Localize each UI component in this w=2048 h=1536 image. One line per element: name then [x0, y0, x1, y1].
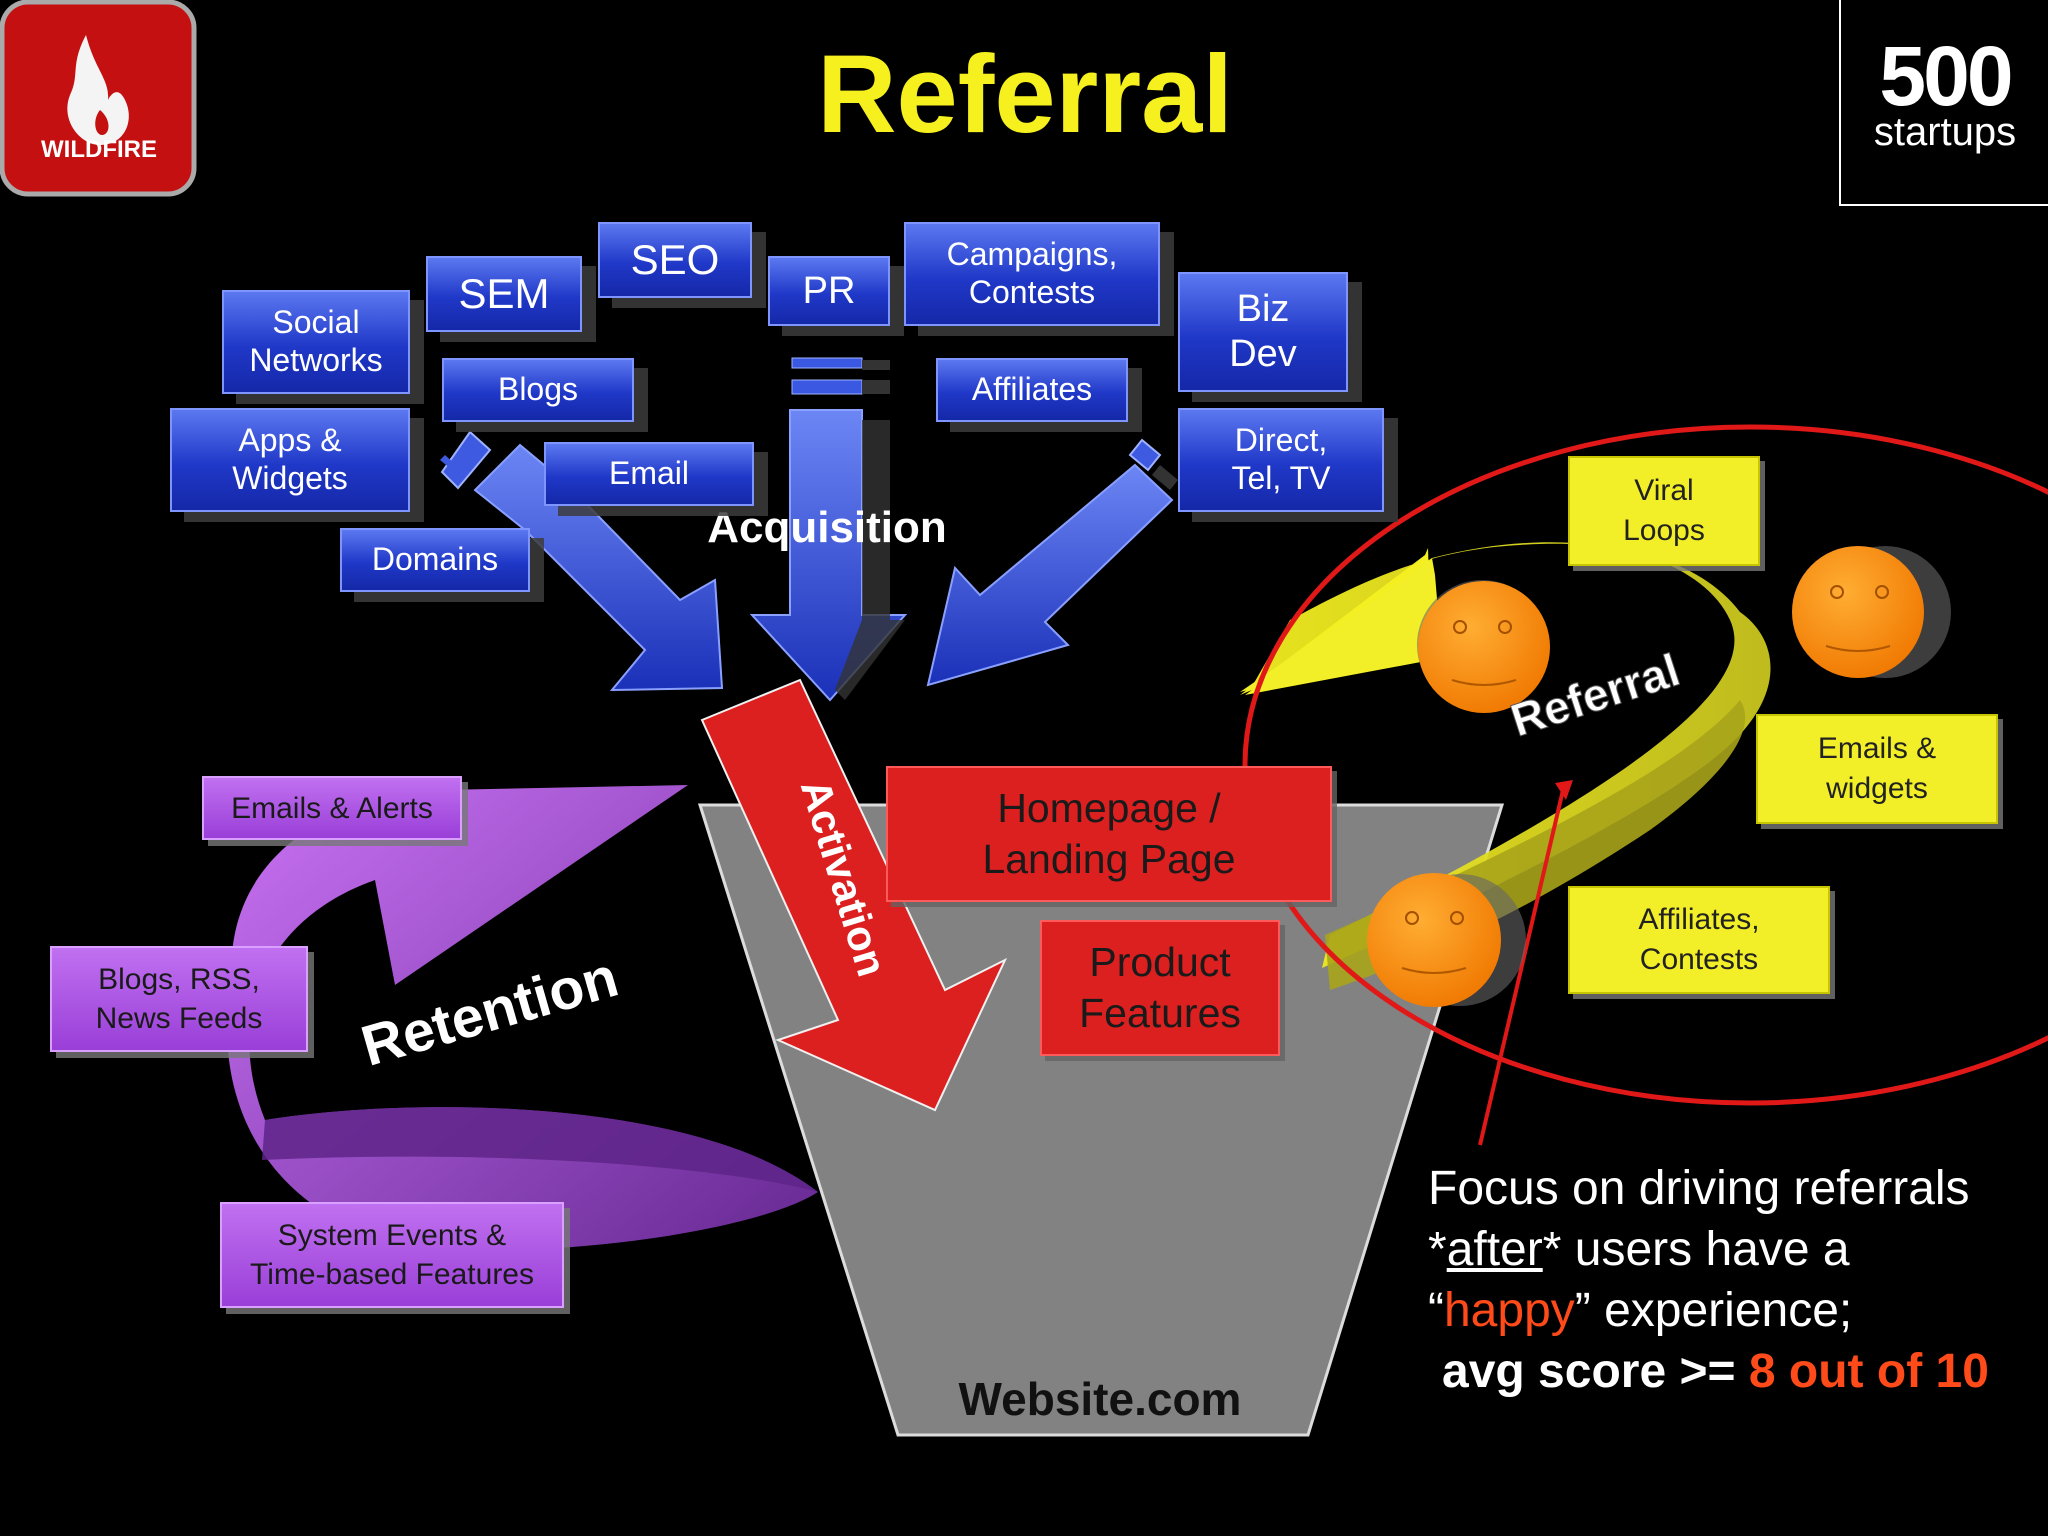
retention-item-system-events: System Events & Time-based Features — [220, 1202, 564, 1308]
channel-campaigns-contests: Campaigns, Contests — [904, 222, 1160, 326]
referral-item-viral-loops: Viral Loops — [1568, 456, 1760, 566]
startups-logo-frame — [1839, 0, 2048, 206]
retention-arrow-lower-band — [262, 1107, 818, 1192]
focus-note-line-4: avg score >= 8 out of 10 — [1442, 1345, 1989, 1398]
smiley-face-top-left — [1417, 580, 1550, 713]
referral-arrow-tip — [1245, 558, 1442, 695]
emphasis-after: after — [1446, 1223, 1543, 1276]
flame-icon — [67, 35, 129, 145]
channel-biz-dev: Biz Dev — [1178, 272, 1348, 392]
pointer-arrowhead — [1555, 780, 1573, 800]
referral-loop-arrow — [1250, 542, 1771, 968]
emphasis-score: 8 out of 10 — [1748, 1345, 1989, 1398]
activation-arrow — [700, 678, 1008, 1112]
smiley-face-bottom — [1367, 873, 1526, 1007]
wildfire-logo-text: WILDFIRE — [41, 136, 157, 163]
channel-seo: SEO — [598, 222, 752, 298]
smiley-face-top-right — [1792, 546, 1951, 678]
funnel-label: Website.com — [959, 1373, 1242, 1425]
page-title: Referral — [817, 33, 1233, 156]
emphasis-happy: happy — [1443, 1284, 1575, 1337]
channel-blogs: Blogs — [442, 358, 634, 422]
acquisition-arrow-center — [749, 357, 908, 702]
focus-note-line-3: “happy” experience; — [1428, 1284, 1853, 1337]
startups-logo-word: startups — [1873, 110, 2017, 154]
retention-item-emails-alerts: Emails & Alerts — [202, 776, 462, 840]
referral-highlight-circle — [1242, 424, 2048, 1106]
referral-item-affiliates-contests: Affiliates, Contests — [1568, 886, 1830, 994]
focus-note-line-2: *after* users have a — [1428, 1223, 1850, 1276]
referral-item-emails-widgets: Emails & widgets — [1756, 714, 1998, 824]
channel-pr: PR — [768, 256, 890, 326]
focus-note-line-1: Focus on driving referrals — [1428, 1162, 1970, 1215]
pointer-line — [1478, 789, 1565, 1146]
focus-note: Focus on driving referrals *after* users… — [1428, 1158, 2043, 1402]
acquisition-arrow-left — [440, 430, 724, 692]
channel-email: Email — [544, 442, 754, 506]
channel-apps-widgets: Apps & Widgets — [170, 408, 410, 512]
channel-direct-tel-tv: Direct, Tel, TV — [1178, 408, 1384, 512]
channel-affiliates: Affiliates — [936, 358, 1128, 422]
activation-item-product-features: Product Features — [1040, 920, 1280, 1056]
wildfire-logo — [0, 0, 197, 197]
channel-sem: SEM — [426, 256, 582, 332]
channel-domains: Domains — [340, 528, 530, 592]
acquisition-label: Acquisition — [707, 503, 947, 552]
retention-item-blogs-rss: Blogs, RSS, News Feeds — [50, 946, 308, 1052]
acquisition-arrow-right — [926, 438, 1178, 687]
channel-social-networks: Social Networks — [222, 290, 410, 394]
startups-logo-number: 500 — [1879, 29, 2013, 123]
activation-item-homepage: Homepage / Landing Page — [886, 766, 1332, 902]
